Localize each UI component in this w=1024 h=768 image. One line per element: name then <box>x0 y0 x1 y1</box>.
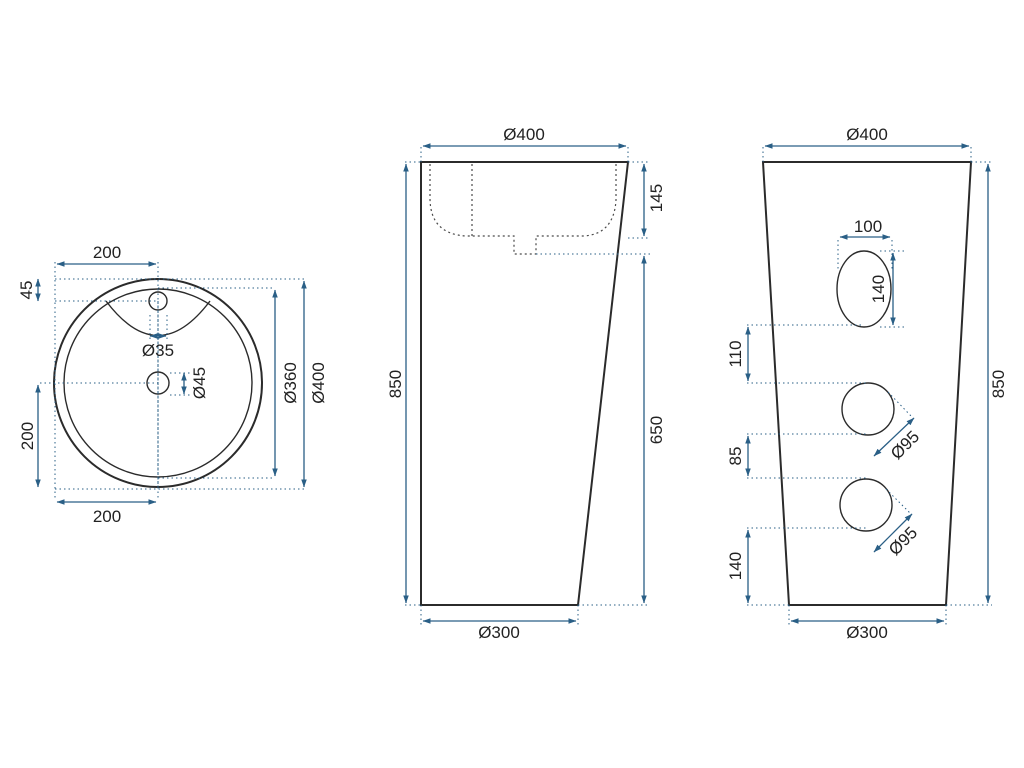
label-inner-diameter: Ø360 <box>281 362 300 404</box>
label-hole-upper: Ø95 <box>887 427 923 463</box>
pipe-hole-upper <box>841 382 895 436</box>
label-rear-bottom-diameter: Ø300 <box>846 623 888 642</box>
dim-line-hole-upper <box>873 417 915 457</box>
label-width-bottom: 200 <box>93 507 121 526</box>
label-oval-height: 140 <box>869 275 888 303</box>
label-top-diameter: Ø400 <box>503 125 545 144</box>
rear-view: Ø400 850 100 140 110 85 140 Ø95 Ø95 Ø300 <box>726 125 1008 642</box>
label-rear-top-diameter: Ø400 <box>846 125 888 144</box>
label-tap-hole: Ø35 <box>142 341 174 360</box>
label-outer-diameter: Ø400 <box>309 362 328 404</box>
label-bottom-diameter: Ø300 <box>478 623 520 642</box>
label-base-offset: 140 <box>726 552 745 580</box>
side-view-outline <box>420 161 630 606</box>
label-height-total: 850 <box>386 370 405 398</box>
label-gap-upper: 110 <box>726 340 745 367</box>
label-oval-width: 100 <box>854 217 882 236</box>
side-view: Ø400 850 145 650 Ø300 <box>386 125 666 642</box>
top-view: 200 45 Ø35 Ø45 Ø360 Ø400 200 200 <box>17 243 328 526</box>
label-drain-hole: Ø45 <box>190 367 209 399</box>
label-width-top: 200 <box>93 243 121 262</box>
dim-line-hole-lower <box>873 513 913 553</box>
label-offset-top: 45 <box>17 281 36 300</box>
label-base-height: 650 <box>647 416 666 444</box>
label-hole-lower: Ø95 <box>885 523 921 559</box>
pipe-hole-lower <box>839 478 893 532</box>
label-height-left: 200 <box>18 422 37 450</box>
basin-hidden-contour <box>429 164 617 255</box>
label-gap-middle: 85 <box>726 447 745 466</box>
label-rear-height-total: 850 <box>989 370 1008 398</box>
label-bowl-depth: 145 <box>647 184 666 212</box>
